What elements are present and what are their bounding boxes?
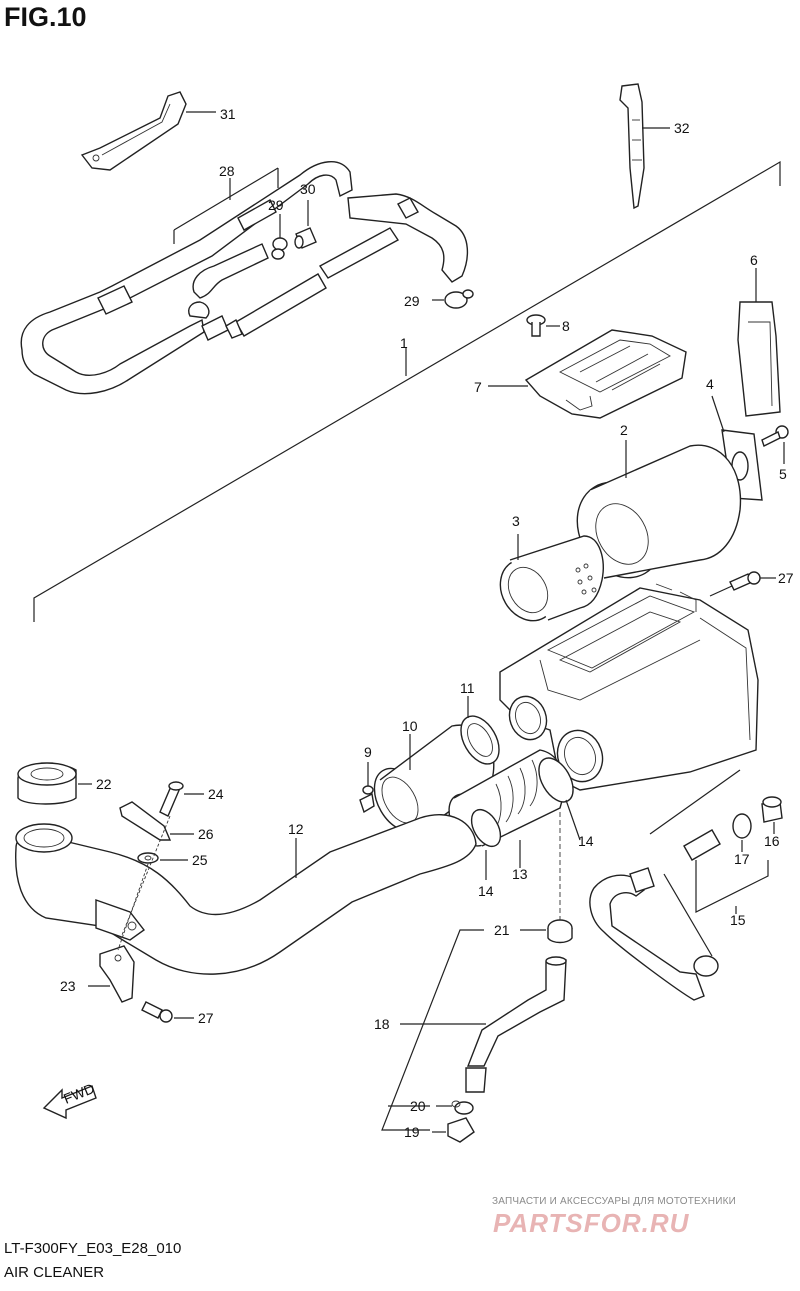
callout-25: 25 xyxy=(192,852,208,868)
watermark-text: ЗАПЧАСТИ И АКСЕССУАРЫ ДЛЯ МОТОТЕХНИКИ xyxy=(492,1196,737,1207)
part-30-connector xyxy=(294,200,317,249)
callout-32: 32 xyxy=(674,120,690,136)
part-22-rubber-cap xyxy=(17,762,92,805)
part-26-bracket xyxy=(119,801,194,841)
callout-10: 10 xyxy=(402,718,418,734)
fwd-direction-arrow: FWD xyxy=(42,1080,97,1120)
assembly-leader-lines xyxy=(117,815,171,951)
part-6-clamp xyxy=(737,268,781,417)
callout-14-b: 14 xyxy=(478,883,494,899)
callout-24: 24 xyxy=(208,786,224,802)
callout-6: 6 xyxy=(750,252,758,268)
callout-3: 3 xyxy=(512,513,520,529)
callout-14: 14 xyxy=(578,833,594,849)
part-21-plug xyxy=(520,812,573,944)
diagram-code: LT-F300FY_E03_E28_010 xyxy=(4,1240,182,1257)
watermark-logo: PARTSFOR.RU xyxy=(493,1208,690,1238)
part-9-hose-clamp xyxy=(359,762,375,814)
callout-5: 5 xyxy=(779,466,787,482)
part-29-clip-b xyxy=(432,289,474,309)
air-box-housing xyxy=(499,583,759,791)
callout-22: 22 xyxy=(96,776,112,792)
part-24-bolt xyxy=(159,781,204,817)
callout-7: 7 xyxy=(474,379,482,395)
part-5-bolt xyxy=(761,425,789,464)
callout-28: 28 xyxy=(219,163,235,179)
part-23-stay xyxy=(88,945,135,1003)
diagram-subtitle: AIR CLEANER xyxy=(4,1264,105,1281)
callout-27-b: 27 xyxy=(198,1010,214,1026)
callout-26: 26 xyxy=(198,826,214,842)
part-15-breather-hose xyxy=(589,769,769,1001)
callout-2: 2 xyxy=(620,422,628,438)
part-28-hose-assembly xyxy=(20,161,469,395)
part-14-clamp-a xyxy=(538,757,581,841)
callout-8: 8 xyxy=(562,318,570,334)
part-20-clip xyxy=(436,1100,474,1115)
callout-27: 27 xyxy=(778,570,794,586)
part-25-washer xyxy=(137,852,188,864)
part-32-cable-tie xyxy=(619,83,670,210)
callout-30: 30 xyxy=(300,181,316,197)
part-29-clip xyxy=(271,214,288,260)
part-27-bolt-upper xyxy=(709,571,776,597)
callout-1: 1 xyxy=(400,335,408,351)
part-8-screw xyxy=(526,314,560,337)
callout-20: 20 xyxy=(410,1098,426,1114)
callout-21: 21 xyxy=(494,922,510,938)
part-31-bracket xyxy=(80,91,216,171)
callout-11: 11 xyxy=(460,680,475,696)
callout-17: 17 xyxy=(734,851,750,867)
callout-12: 12 xyxy=(288,821,304,837)
part-19-clamp xyxy=(432,1117,475,1143)
callout-23: 23 xyxy=(60,978,76,994)
callout-4: 4 xyxy=(706,376,714,392)
callout-18: 18 xyxy=(374,1016,390,1032)
part-11-seal-ring xyxy=(460,696,500,765)
callout-16: 16 xyxy=(764,833,780,849)
group-bracket-19-21 xyxy=(381,929,484,1131)
part-14-clamp-b xyxy=(470,808,502,880)
part-12-intake-duct xyxy=(15,814,477,975)
callout-9: 9 xyxy=(364,744,372,760)
callout-29-b: 29 xyxy=(404,293,420,309)
callout-15: 15 xyxy=(730,912,746,928)
part-18-drain-hose xyxy=(400,956,567,1093)
callout-labels: 31 32 28 30 29 6 29 8 1 7 4 2 5 3 27 11 … xyxy=(60,106,794,1140)
callout-19: 19 xyxy=(404,1124,420,1140)
figure-title: FIG.10 xyxy=(4,2,87,32)
callout-29: 29 xyxy=(268,197,284,213)
part-3-inner-filter xyxy=(499,534,604,622)
callout-13: 13 xyxy=(512,866,528,882)
part-16-cap xyxy=(761,796,783,834)
callout-31: 31 xyxy=(220,106,236,122)
assembly-1-bracket xyxy=(33,160,781,622)
part-7-air-box-cover xyxy=(488,329,687,419)
part-27-bolt-lower xyxy=(141,1001,194,1023)
part-17-clip xyxy=(732,813,752,852)
